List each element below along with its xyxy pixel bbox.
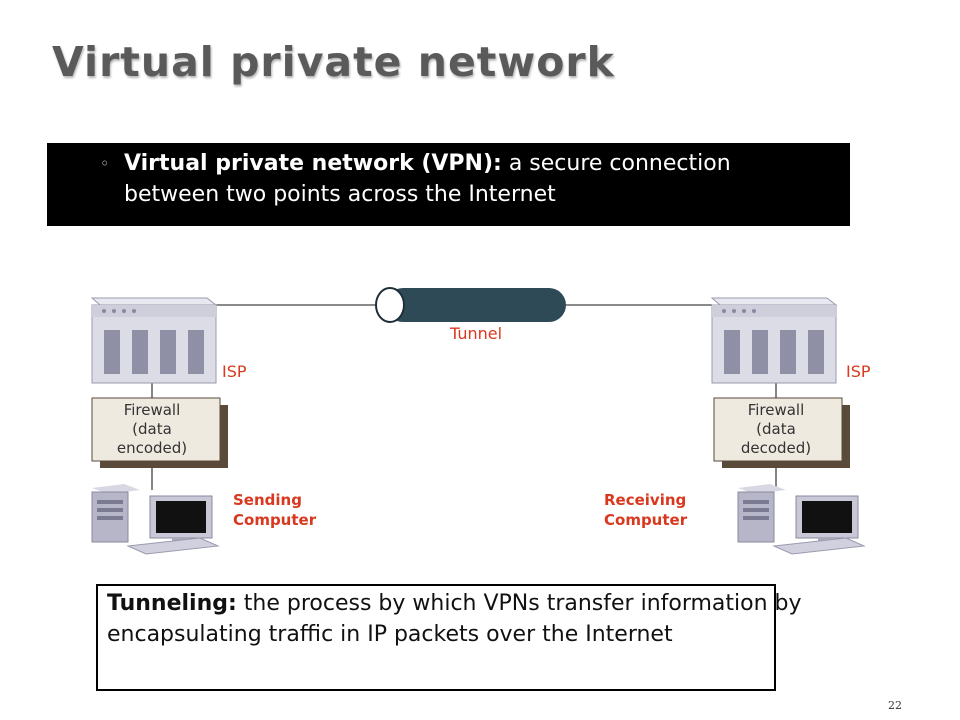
right-isp-server-icon bbox=[710, 297, 838, 384]
left-isp-server-icon bbox=[90, 297, 218, 384]
sending-computer-line-1: Sending bbox=[233, 491, 302, 509]
tunnel-pipe bbox=[375, 287, 566, 323]
vpn-diagram: Tunnel ISP Firewall (data encoded) Sendi… bbox=[90, 287, 871, 555]
left-isp-label: ISP bbox=[222, 362, 247, 381]
receiving-computer-line-2: Computer bbox=[604, 511, 688, 529]
tunneling-box bbox=[96, 584, 776, 691]
slide-title: Virtual private network bbox=[52, 38, 615, 86]
vpn-term: Virtual private network (VPN): bbox=[124, 151, 502, 176]
right-firewall-line-3: decoded) bbox=[741, 439, 811, 457]
tunneling-definition: Tunneling: the process by which VPNs tra… bbox=[107, 588, 907, 650]
definition-box bbox=[47, 143, 850, 226]
left-firewall-line-3: encoded) bbox=[117, 439, 187, 457]
vpn-definition: Virtual private network (VPN): a secure … bbox=[124, 148, 824, 210]
sending-computer-icon bbox=[91, 484, 220, 555]
page-number: 22 bbox=[888, 699, 902, 712]
right-firewall-box bbox=[713, 397, 850, 468]
vpn-description: a secure connection between two points a… bbox=[124, 151, 731, 207]
left-firewall-line-2: (data bbox=[132, 420, 172, 438]
tunneling-term: Tunneling: bbox=[107, 591, 237, 616]
right-firewall-line-2: (data bbox=[756, 420, 796, 438]
right-isp-label: ISP bbox=[846, 362, 871, 381]
sending-computer-line-2: Computer bbox=[233, 511, 317, 529]
right-firewall-line-1: Firewall bbox=[748, 401, 805, 419]
bullet-marker: ◦ bbox=[100, 154, 110, 173]
receiving-computer-icon bbox=[737, 484, 866, 555]
tunnel-label: Tunnel bbox=[449, 324, 502, 343]
left-firewall-box bbox=[91, 397, 228, 468]
receiving-computer-line-1: Receiving bbox=[604, 491, 686, 509]
left-firewall-line-1: Firewall bbox=[124, 401, 181, 419]
tunneling-description: the process by which VPNs transfer infor… bbox=[107, 591, 802, 647]
